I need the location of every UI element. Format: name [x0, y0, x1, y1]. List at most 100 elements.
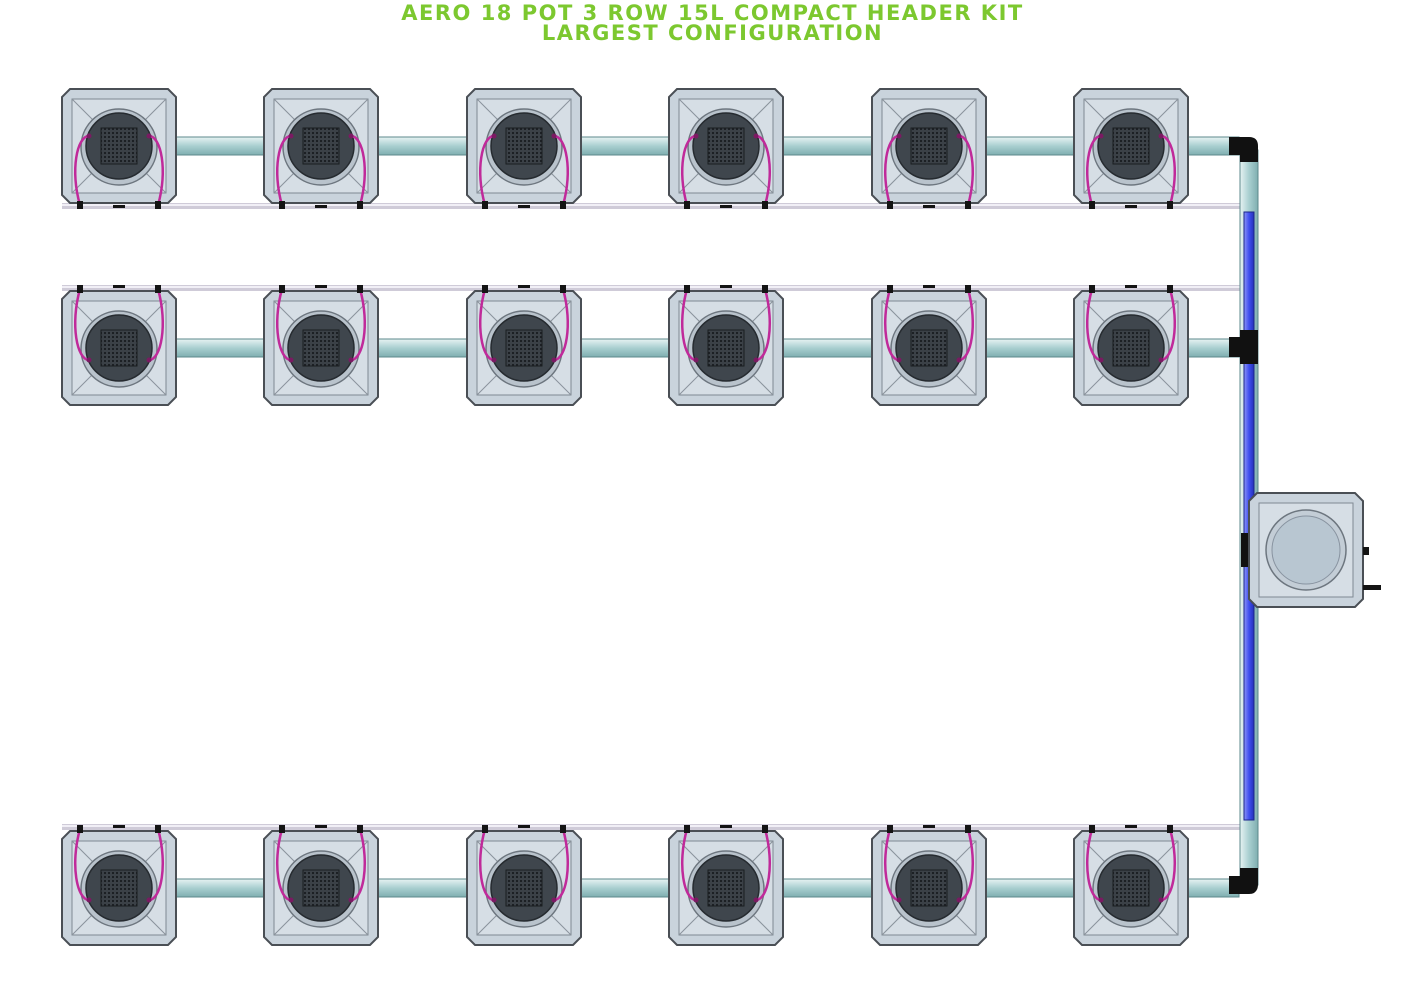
pot-14 — [263, 825, 379, 946]
drip-fitting — [684, 285, 690, 293]
drip-emitter — [693, 133, 699, 139]
drip-emitter — [1098, 133, 1104, 139]
pot-clip — [1125, 205, 1137, 208]
drip-emitter — [956, 133, 962, 139]
drip-hose — [1086, 288, 1102, 362]
drip-hose — [884, 288, 900, 362]
drip-hose — [681, 134, 697, 206]
diagram-subtitle: LARGEST CONFIGURATION — [541, 21, 884, 45]
drip-fitting — [482, 285, 488, 293]
pot-clip — [518, 285, 530, 288]
drip-fitting — [965, 825, 971, 833]
pot-3 — [466, 88, 582, 209]
pot-clip — [923, 825, 935, 828]
net-cup-mesh — [302, 127, 340, 165]
net-cup-mesh — [910, 127, 948, 165]
drip-hose — [755, 134, 771, 206]
drip-emitter — [491, 897, 497, 903]
drip-hose — [276, 828, 292, 902]
drip-emitter — [288, 133, 294, 139]
drip-fitting — [1167, 825, 1173, 833]
net-cup-mesh — [1112, 869, 1150, 907]
net-cup-mesh — [910, 329, 948, 367]
drip-hose — [681, 828, 697, 902]
pot-7 — [61, 285, 177, 406]
elbow-bottom — [1229, 868, 1258, 894]
drip-hose — [1160, 134, 1176, 206]
drip-hose — [1086, 134, 1102, 206]
diagram-title: AERO 18 POT 3 ROW 15L COMPACT HEADER KIT — [401, 1, 1024, 25]
pot-5 — [871, 88, 987, 209]
tee-middle-collar — [1240, 330, 1258, 364]
net-cup-mesh — [910, 869, 948, 907]
drip-hose — [755, 288, 771, 362]
net-cup-mesh — [1112, 127, 1150, 165]
tank-inlet — [1241, 533, 1251, 567]
pot-10 — [668, 285, 784, 406]
pot-8 — [263, 285, 379, 406]
drip-fitting — [77, 285, 83, 293]
drip-fitting — [762, 285, 768, 293]
drip-hose — [958, 134, 974, 206]
drip-fitting — [965, 201, 971, 209]
drip-emitter — [1098, 357, 1104, 363]
drip-fitting — [1089, 201, 1095, 209]
drip-fitting — [1167, 201, 1173, 209]
drip-emitter — [1158, 897, 1164, 903]
drip-emitter — [491, 133, 497, 139]
pipework — [62, 136, 1259, 898]
net-cup-mesh — [302, 329, 340, 367]
drip-hose — [755, 828, 771, 902]
pot-1 — [61, 88, 177, 209]
drip-emitter — [753, 357, 759, 363]
pot-12 — [1073, 285, 1189, 406]
pot-4 — [668, 88, 784, 209]
net-cup-mesh — [1112, 329, 1150, 367]
drip-emitter — [348, 133, 354, 139]
row-pipe — [89, 878, 1240, 898]
drip-hose — [884, 828, 900, 902]
tank-lid-inner — [1271, 515, 1341, 585]
drip-hose — [1086, 828, 1102, 902]
drip-hose — [884, 134, 900, 206]
pot-clip — [923, 285, 935, 288]
drip-emitter — [146, 357, 152, 363]
drip-fitting — [155, 285, 161, 293]
elbow-top — [1229, 137, 1258, 162]
drip-fitting — [887, 825, 893, 833]
drip-hose — [276, 288, 292, 362]
drip-fitting — [279, 201, 285, 209]
drip-emitter — [956, 357, 962, 363]
drip-emitter — [146, 897, 152, 903]
pot-grid — [61, 88, 1189, 946]
drip-fitting — [887, 285, 893, 293]
drip-emitter — [693, 897, 699, 903]
drip-fitting — [279, 285, 285, 293]
pot-clip — [315, 825, 327, 828]
pot-2 — [263, 88, 379, 209]
drip-hose — [350, 828, 366, 902]
pot-9 — [466, 285, 582, 406]
pot-11 — [871, 285, 987, 406]
pot-clip — [1125, 825, 1137, 828]
drip-emitter — [86, 133, 92, 139]
net-cup-mesh — [707, 869, 745, 907]
drip-hose — [276, 134, 292, 206]
pot-clip — [518, 825, 530, 828]
drip-hose — [1160, 828, 1176, 902]
drip-fitting — [155, 825, 161, 833]
drip-emitter — [896, 357, 902, 363]
drip-emitter — [753, 897, 759, 903]
drip-fitting — [357, 201, 363, 209]
net-cup-mesh — [100, 329, 138, 367]
drip-emitter — [86, 357, 92, 363]
drip-fitting — [482, 201, 488, 209]
drip-hose — [350, 134, 366, 206]
row-pipe — [89, 136, 1240, 156]
drip-emitter — [1158, 357, 1164, 363]
drip-hose — [958, 828, 974, 902]
drip-fitting — [155, 201, 161, 209]
pot-clip — [720, 205, 732, 208]
pot-6 — [1073, 88, 1189, 209]
